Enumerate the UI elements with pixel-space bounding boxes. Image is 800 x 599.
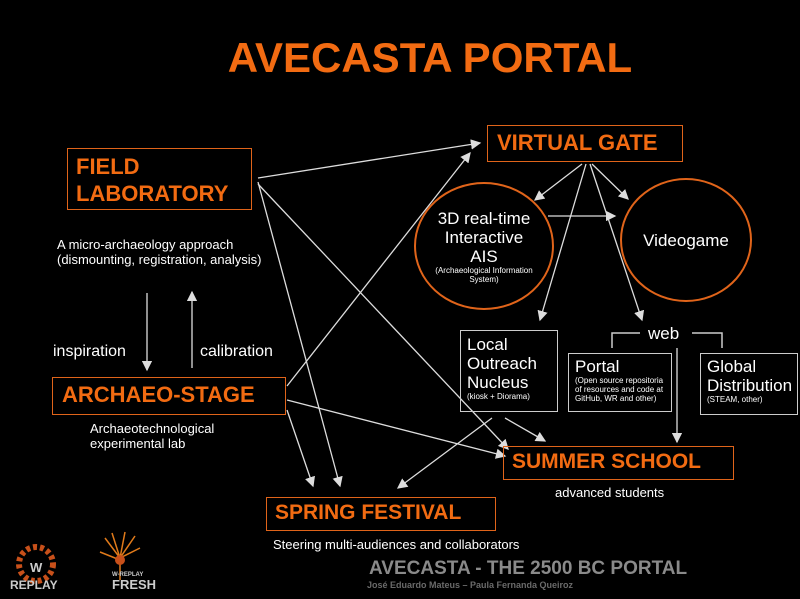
ais-circle: 3D real-time Interactive AIS (Archaeolog… bbox=[414, 182, 554, 310]
field-lab-line1: FIELD bbox=[76, 154, 140, 179]
videogame-circle: Videogame bbox=[620, 178, 752, 302]
portal-box: Portal (Open source repositoria of resou… bbox=[568, 353, 672, 412]
ais-line1: 3D real-time bbox=[437, 208, 531, 228]
local-line3: Nucleus bbox=[467, 373, 529, 392]
arrow-field-to-summer bbox=[257, 183, 509, 450]
spring-festival-description: Steering multi-audiences and collaborato… bbox=[273, 537, 520, 552]
inspiration-label: inspiration bbox=[53, 343, 126, 360]
global-line1: Global bbox=[707, 357, 757, 376]
fresh-logo: W-REPLAY FRESH bbox=[80, 530, 156, 595]
web-bracket bbox=[611, 332, 723, 348]
arrow-archaeo-to-gate bbox=[286, 151, 471, 387]
arrow-archaeo-to-summer bbox=[286, 399, 507, 459]
ais-line2: Interactive bbox=[444, 227, 524, 247]
page-title: AVECASTA PORTAL bbox=[227, 34, 633, 81]
local-line1: Local bbox=[467, 335, 508, 354]
arrow-gate-to-ais bbox=[533, 163, 583, 201]
field-lab-line2: LABORATORY bbox=[76, 181, 229, 206]
archaeo-desc2: experimental lab bbox=[90, 436, 186, 451]
archaeo-desc1: Archaeotechnological bbox=[90, 421, 215, 436]
portal-label: Portal bbox=[575, 357, 620, 376]
local-line2: Outreach bbox=[467, 354, 537, 373]
field-lab-desc1: A micro-archaeology approach bbox=[57, 237, 234, 252]
arrow-field-to-spring bbox=[257, 181, 343, 488]
ais-line3: AIS bbox=[470, 246, 498, 266]
global-distribution-box: Global Distribution (STEAM, other) bbox=[700, 353, 798, 415]
videogame-label: Videogame bbox=[643, 230, 729, 250]
virtual-gate-box: VIRTUAL GATE bbox=[487, 125, 683, 162]
arrow-archaeo-to-spring bbox=[286, 409, 315, 488]
summer-school-box: SUMMER SCHOOL bbox=[503, 446, 734, 480]
archaeo-stage-box: ARCHAEO-STAGE bbox=[52, 377, 286, 415]
global-note: (STEAM, other) bbox=[707, 395, 763, 404]
field-lab-description: A micro-archaeology approach (dismountin… bbox=[57, 237, 261, 267]
arrow-gate-to-videogame bbox=[591, 163, 629, 200]
portal-note2: of resources and code at bbox=[575, 385, 664, 394]
field-lab-desc2: (dismounting, registration, analysis) bbox=[57, 252, 262, 267]
calibration-label: calibration bbox=[200, 343, 273, 360]
spring-festival-box: SPRING FESTIVAL bbox=[266, 497, 496, 531]
arrow-local-to-spring bbox=[396, 417, 493, 489]
web-label: web bbox=[648, 324, 680, 343]
wreplay-logo: W REPLAY bbox=[8, 540, 68, 595]
summer-school-description: advanced students bbox=[555, 485, 665, 500]
footer-title: AVECASTA - THE 2500 BC PORTAL bbox=[369, 558, 688, 579]
footer-authors: José Eduardo Mateus – Paula Fernanda Que… bbox=[367, 580, 574, 590]
ais-note1: (Archaeological Information bbox=[435, 265, 533, 275]
arrow-gate-to-web bbox=[589, 163, 645, 322]
local-outreach-box: Local Outreach Nucleus (kiosk + Diorama) bbox=[460, 330, 558, 412]
portal-note3: GitHub, WR and other) bbox=[575, 394, 657, 403]
local-note: (kiosk + Diorama) bbox=[467, 392, 530, 401]
archaeo-stage-description: Archaeotechnological experimental lab bbox=[90, 421, 214, 451]
global-line2: Distribution bbox=[707, 376, 793, 395]
arrow-gate-to-local bbox=[537, 163, 587, 322]
ais-note2: System) bbox=[469, 274, 499, 284]
field-laboratory-box: FIELD LABORATORY bbox=[67, 148, 252, 210]
arrow-field-to-gate bbox=[257, 139, 482, 179]
portal-note1: (Open source repositoria bbox=[575, 376, 664, 385]
arrow-local-to-summer bbox=[504, 417, 547, 442]
